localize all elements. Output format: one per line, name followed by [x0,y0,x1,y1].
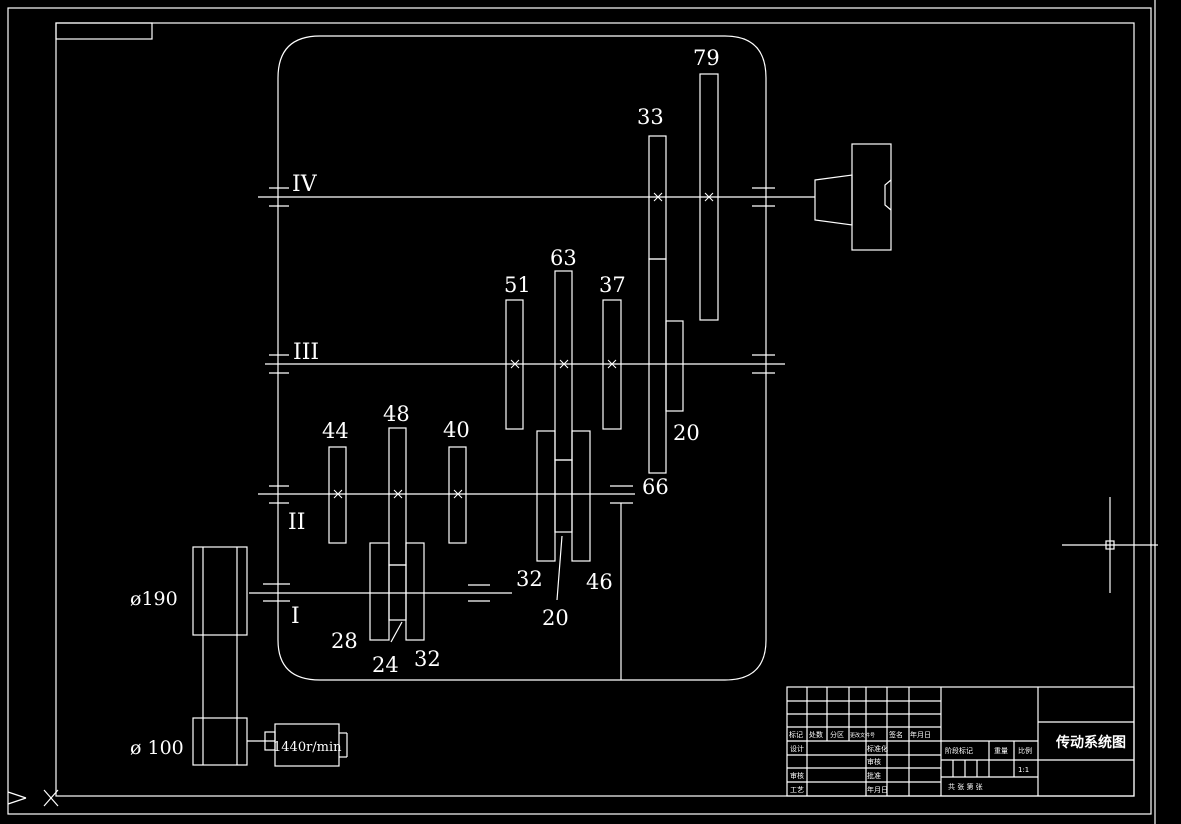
ucs-icon [7,789,59,807]
tb-date-2: 年月日 [867,785,888,794]
gear-label-32-ii: 32 [516,567,543,591]
shaft-label-i: I [291,604,300,629]
gear-label-66: 66 [642,475,669,499]
gear-label-37: 37 [599,273,626,297]
shaft-iv [258,187,815,207]
shaft-ii [258,485,635,680]
gearbox-housing [277,35,767,681]
gear-66-block [536,430,556,562]
gear-48 [388,427,407,566]
tb-approve: 批准 [867,771,881,780]
gear-40 [448,446,467,544]
gear-label-32-i: 32 [414,647,441,671]
motor [274,723,340,767]
gear-label-48: 48 [383,402,410,426]
gear-label-63: 63 [550,246,577,270]
tb-change-doc: 更改文件号 [850,732,875,739]
gear-label-79: 79 [693,46,720,70]
shaft-label-ii: II [288,510,305,535]
gear-51 [505,299,524,430]
gear-shaft-iv-lower [648,258,667,474]
gear-label-51: 51 [504,273,531,297]
gear-20-ii [554,459,573,533]
tb-stage-mark: 阶段标记 [945,746,973,755]
corner-tag [55,22,153,40]
gear-label-44: 44 [322,419,349,443]
tb-count: 处数 [809,730,823,739]
gear-46 [571,430,591,562]
gear-79 [699,73,719,321]
gear-label-33: 33 [637,105,664,129]
gear-center-marks [333,192,714,499]
belt-drive [192,546,276,766]
crosshair-cursor [1062,497,1158,593]
shaft-label-iv: IV [292,172,318,197]
tb-zone: 分区 [830,730,844,739]
tb-weight: 重量 [994,747,1008,755]
shaft-label-iii: III [293,340,319,365]
gear-20-iii [665,320,684,412]
gear-37 [602,299,622,430]
tb-date: 年月日 [910,730,931,739]
shaft-iii [265,354,785,374]
motor-speed-label: 1440r/min [273,740,342,755]
tb-design: 设计 [790,744,804,753]
gear-63 [554,270,573,461]
gear-32-i [405,542,425,641]
gear-28 [369,542,390,641]
tb-sign: 签名 [889,730,903,739]
spindle-chuck [814,143,892,251]
tb-review: 审核 [790,771,804,780]
gear-label-24: 24 [372,653,399,677]
tb-standard: 标准化 [867,744,888,753]
pulley-small-label: ø 100 [130,737,184,759]
title-block [786,686,1135,797]
tb-ratio: 比例 [1018,746,1032,755]
gear-label-20-ii: 20 [542,606,569,630]
tb-scale: 1:1 [1018,766,1029,774]
drawing-title: 传动系统图 [1055,734,1126,751]
outer-border [7,7,1152,815]
gear-44 [328,446,347,544]
gear-label-40: 40 [443,418,470,442]
tb-sheets: 共 张 第 张 [948,782,983,791]
pulley-large-label: ø190 [130,588,178,610]
inner-border [55,22,1135,797]
gear-label-46: 46 [586,570,613,594]
tb-process: 工艺 [790,786,804,794]
gear-label-28: 28 [331,629,358,653]
shaft-i [249,583,512,602]
tb-mark: 标记 [789,730,803,739]
gear-label-20-iii: 20 [673,421,700,445]
tb-check: 审核 [867,757,881,766]
